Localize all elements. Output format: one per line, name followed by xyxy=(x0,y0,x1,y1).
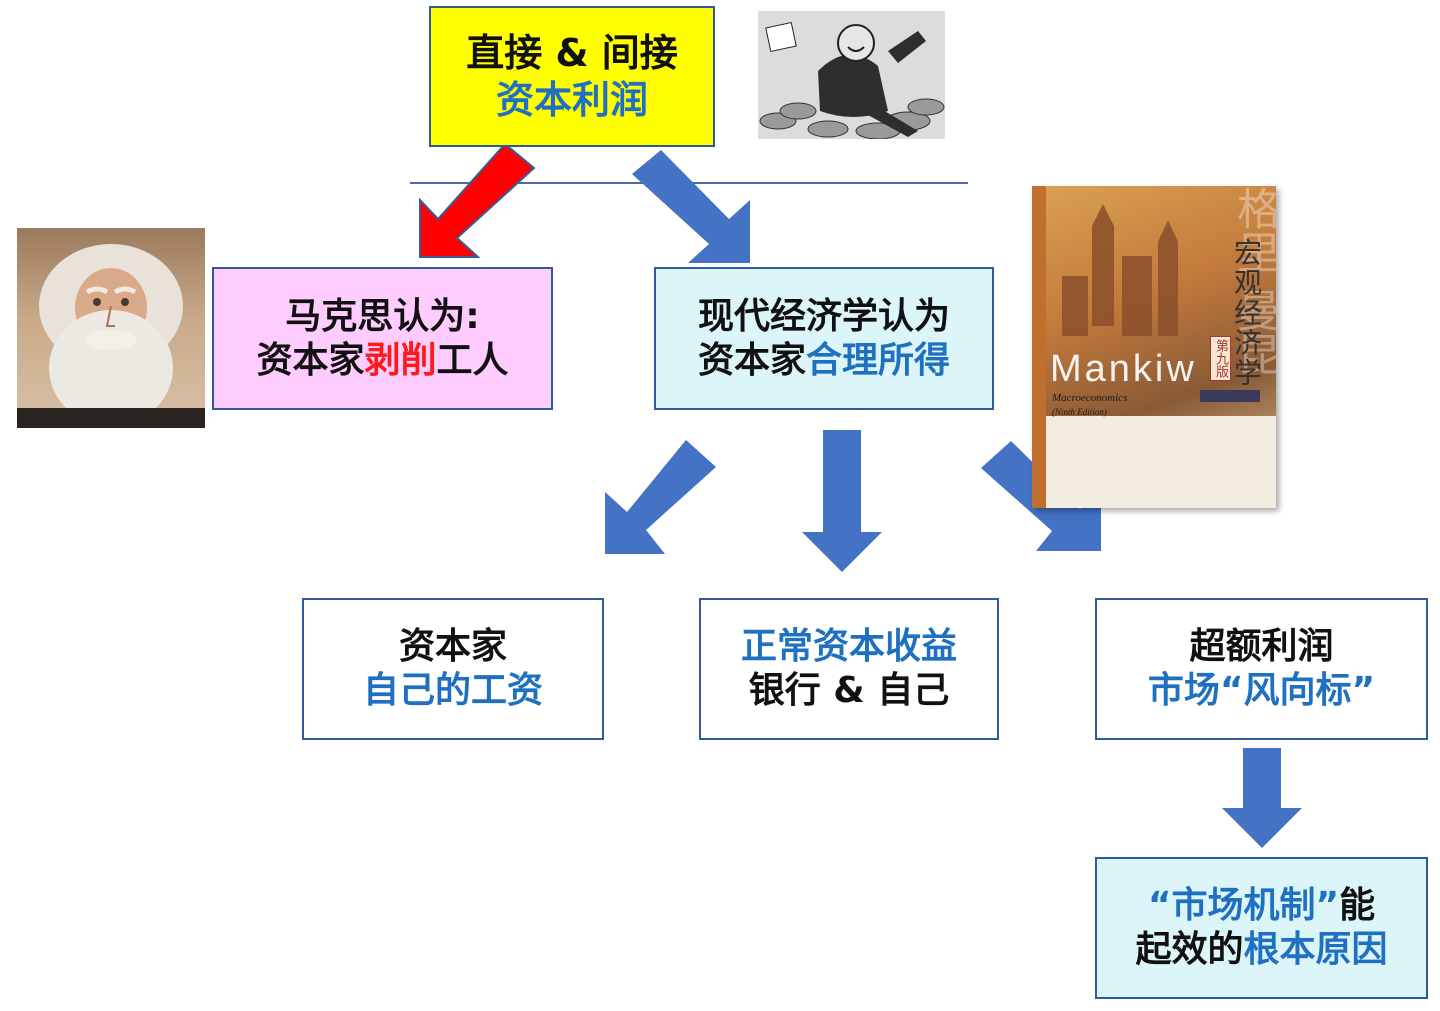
marx-exploit-text: 剥削 xyxy=(364,339,437,381)
arrow-to-normal xyxy=(802,430,882,572)
excess-box-line1: 超额利润 xyxy=(1189,626,1334,668)
top-box-line2: 资本利润 xyxy=(495,77,648,122)
marx-worker-text: 工人 xyxy=(436,339,509,381)
root-box-line2: 起效的根本原因 xyxy=(1135,928,1387,972)
excess-box-line2: 市场“风向标” xyxy=(1147,670,1376,711)
arrow-to-marx xyxy=(419,142,536,258)
book-edition-cn: 第九版 xyxy=(1210,336,1231,381)
root-box-line1: “市场机制”能 xyxy=(1148,884,1375,928)
normal-box-line2: 银行 & 自己 xyxy=(748,670,950,711)
root-can-text: 能 xyxy=(1339,885,1376,927)
root-cause-box: “市场机制”能 起效的根本原因 xyxy=(1095,857,1428,999)
marx-box-line1: 马克思认为: xyxy=(285,295,480,337)
top-box-line1: 直接 & 间接 xyxy=(466,31,678,76)
book-background-chars: 格里 曼昆 xyxy=(1229,186,1276,376)
wage-box-line2: 自己的工资 xyxy=(362,670,543,711)
own-wage-box: 资本家 自己的工资 xyxy=(302,598,604,740)
marx-portrait-image xyxy=(17,228,205,428)
marx-box-line2: 资本家剥削工人 xyxy=(256,339,508,383)
marx-view-box: 马克思认为: 资本家剥削工人 xyxy=(212,267,553,410)
book-city-illustration-icon xyxy=(1032,186,1276,508)
root-market-mechanism-text: “市场机制” xyxy=(1147,885,1340,927)
excess-profit-box: 超额利润 市场“风向标” xyxy=(1095,598,1428,740)
capitalist-cartoon-image xyxy=(758,11,945,139)
modern-reasonable-text: 合理所得 xyxy=(806,339,951,381)
marx-capitalist-text: 资本家 xyxy=(256,339,365,381)
modern-box-line2: 资本家合理所得 xyxy=(698,339,950,383)
book-subtitle-en: Macroeconomics xyxy=(1052,392,1128,404)
book-edition-en: (Ninth Edition) xyxy=(1052,407,1107,417)
root-effective-text: 起效的 xyxy=(1135,929,1244,970)
wage-box-line1: 资本家 xyxy=(398,626,507,668)
book-author: Mankiw xyxy=(1050,348,1197,390)
modern-economics-view-box: 现代经济学认为 资本家合理所得 xyxy=(654,267,994,410)
root-fundamental-text: 根本原因 xyxy=(1243,929,1388,970)
arrow-to-modern xyxy=(632,150,750,263)
mankiw-macroeconomics-book-cover: 格里 曼昆 宏观经济学 第九版 Mankiw Macroeconomics (N… xyxy=(1032,186,1276,508)
book-title-cn: 宏观经济学 xyxy=(1230,238,1263,388)
capital-profit-box: 直接 & 间接 资本利润 xyxy=(429,6,715,147)
modern-capitalist-text: 资本家 xyxy=(697,339,806,381)
marx-portrait-icon xyxy=(17,244,205,428)
arrow-to-wage xyxy=(605,440,716,554)
arrow-to-root xyxy=(1222,748,1302,848)
normal-return-box: 正常资本收益 银行 & 自己 xyxy=(699,598,999,740)
capitalist-cartoon-icon xyxy=(758,11,945,139)
modern-box-line1: 现代经济学认为 xyxy=(697,295,950,337)
normal-box-line1: 正常资本收益 xyxy=(740,626,957,668)
